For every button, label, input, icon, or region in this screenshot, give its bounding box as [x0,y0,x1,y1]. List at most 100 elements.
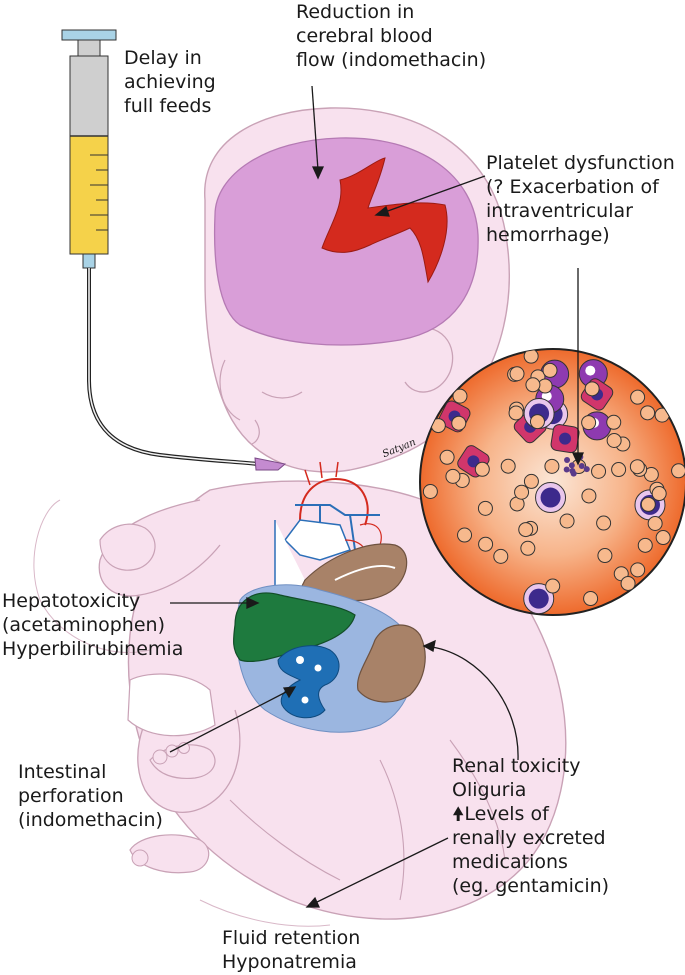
red-blood-cell [544,458,560,474]
red-blood-cell [451,415,467,431]
red-blood-cell [493,548,509,564]
red-blood-cell [611,462,627,478]
label-line: Hyperbilirubinemia [2,638,184,660]
red-blood-cell [583,591,599,607]
hemorrhage [321,157,448,284]
label-intestinal-perforation: Intestinal perforation (indomethacin) [18,760,163,832]
red-blood-cell [523,473,539,489]
foot-bottom [129,834,210,874]
label-delay-full-feeds: Delay in achieving full feeds [124,46,216,118]
red-blood-cell [500,458,516,474]
syringe-feed [69,135,109,255]
cell-nucleus [528,588,549,609]
red-blood-cell [671,463,685,479]
platelet [570,470,577,477]
label-renal-toxicity: Renal toxicity Oliguria 🠝Levels of renal… [452,754,609,898]
label-line: flow (indomethacin) [296,49,487,71]
label-line: Hepatotoxicity [2,590,141,612]
label-line: Oliguria [452,779,527,801]
red-blood-cell [584,381,600,397]
red-blood-cell [640,496,656,512]
label-line: Intestinal [18,761,107,783]
arrow-cerebral [311,85,319,171]
red-blood-cell [478,536,494,552]
red-blood-cell [581,415,597,431]
label-line: hemorrhage) [486,224,610,246]
syringe-graduations [90,154,108,231]
liver [232,592,356,662]
blood-smear [419,348,685,616]
red-blood-cell [606,432,622,448]
red-blood-cell [457,527,473,543]
intestine [277,645,340,719]
red-blood-cell [629,459,645,475]
label-line: Renal toxicity [452,755,581,777]
syringe [61,29,287,471]
label-line: renally excreted [452,827,606,849]
red-blood-cell [445,468,461,484]
up-arrow-icon: 🠝 [452,803,465,825]
arrow-fluid [314,837,449,904]
red-blood-cell [640,405,656,421]
hand-fist [99,523,156,571]
cell-vacuole [541,391,552,402]
label-line-with-arrow: 🠝Levels of [452,802,609,826]
cell-nucleus [559,432,572,445]
red-blood-cell [514,484,530,500]
label-line: (eg. gentamicin) [452,875,610,897]
red-blood-cell [525,377,541,393]
red-blood-cell [597,548,613,564]
annotation-arrows [169,85,585,908]
nose [251,419,260,445]
red-blood-cell [559,513,575,529]
syringe-plunger-cap [61,29,117,41]
cheek [219,359,241,421]
label-line: perforation [18,785,124,807]
syringe-tip [82,253,96,269]
cell-nucleus [467,455,480,468]
label-line: medications [452,851,568,873]
platelet [564,457,571,464]
syringe-plunger-rod [77,39,101,57]
red-blood-cell [637,537,653,553]
label-line: (? Exacerbation of [486,176,659,198]
label-line: (acetaminophen) [2,614,165,636]
cell-vacuole [585,365,596,376]
red-blood-cell [439,449,455,465]
diaper-band [127,673,216,737]
label-cerebral-blood-flow: Reduction in cerebral blood flow (indome… [296,0,486,72]
cell-nucleus [540,487,561,508]
label-line: Levels of [464,803,549,825]
red-blood-cell [630,562,646,578]
red-blood-cell [542,362,558,378]
red-blood-cell [529,414,545,430]
label-fluid-retention: Fluid retention Hyponatremia [222,926,360,974]
platelet [568,462,575,469]
arrow-platelet [384,175,486,213]
platelet [563,466,570,473]
platelet [578,463,585,470]
platelet [583,466,590,473]
red-blood-cell [581,488,597,504]
arrow-renal [431,646,519,761]
faint-arm-outline [33,499,151,654]
red-blood-cell [422,483,438,499]
red-blood-cell [630,389,646,405]
label-line: Fluid retention [222,927,361,949]
label-platelet-dysfunction: Platelet dysfunction (? Exacerbation of … [486,151,675,247]
red-blood-cell [518,522,534,538]
red-blood-cell [606,414,622,430]
red-blood-cell [520,540,536,556]
red-blood-cell [545,578,561,594]
label-line: (indomethacin) [18,809,163,831]
heart-vessels [274,461,408,602]
arrow-intestinal [169,690,289,753]
red-blood-cell [508,405,524,421]
label-line: achieving [124,71,216,93]
red-blood-cell [647,515,663,531]
red-blood-cell [509,366,525,382]
tube-end [254,457,287,471]
red-blood-cell [651,486,667,502]
